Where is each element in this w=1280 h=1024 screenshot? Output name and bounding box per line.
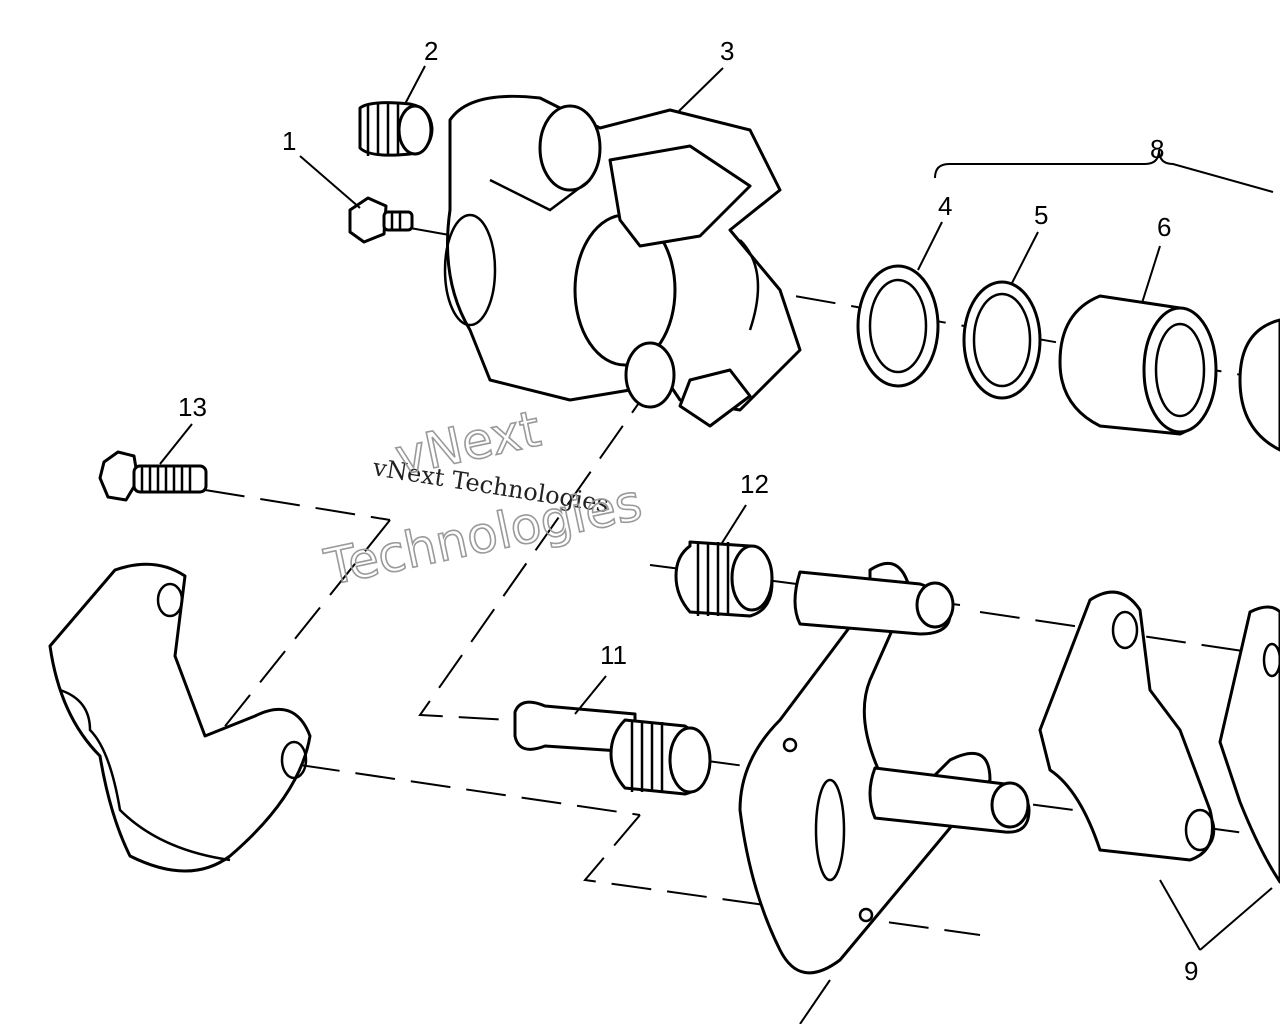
- callout-12: 12: [740, 469, 769, 499]
- callout-3: 3: [720, 36, 734, 66]
- caliper-body-part-3: [443, 94, 802, 428]
- mounting-bracket: [738, 561, 1031, 975]
- plug-part-2: [358, 101, 434, 157]
- seal-ring-part-5: [962, 280, 1042, 400]
- bleeder-screw-part-1: [348, 196, 414, 244]
- callout-11: 11: [600, 640, 627, 670]
- leader-lines: [159, 65, 1274, 1024]
- callout-2: 2: [424, 36, 438, 66]
- callout-13: 13: [178, 392, 207, 422]
- callout-9: 9: [1184, 956, 1198, 986]
- brake-pad-part-9b: [1218, 605, 1280, 884]
- sleeve-part-12: [674, 540, 774, 618]
- seal-ring-part-4: [856, 264, 940, 388]
- callout-5: 5: [1034, 200, 1048, 230]
- guide-pin-part-11: [513, 700, 712, 796]
- callout-1: 1: [282, 126, 296, 156]
- piston-part-6: [1058, 294, 1280, 452]
- bolt-part-13: [98, 450, 208, 502]
- callout-8: 8: [1150, 134, 1164, 164]
- watermark: vNext Technologies vNext Technologies: [319, 399, 648, 598]
- callout-4: 4: [938, 191, 952, 221]
- brake-pad-part-9a: [1038, 590, 1216, 862]
- steering-knuckle: [48, 562, 312, 873]
- callout-numbers: 1 2 3 4 5 6 8 9 11 12 13: [178, 36, 1198, 986]
- callout-6: 6: [1157, 212, 1171, 242]
